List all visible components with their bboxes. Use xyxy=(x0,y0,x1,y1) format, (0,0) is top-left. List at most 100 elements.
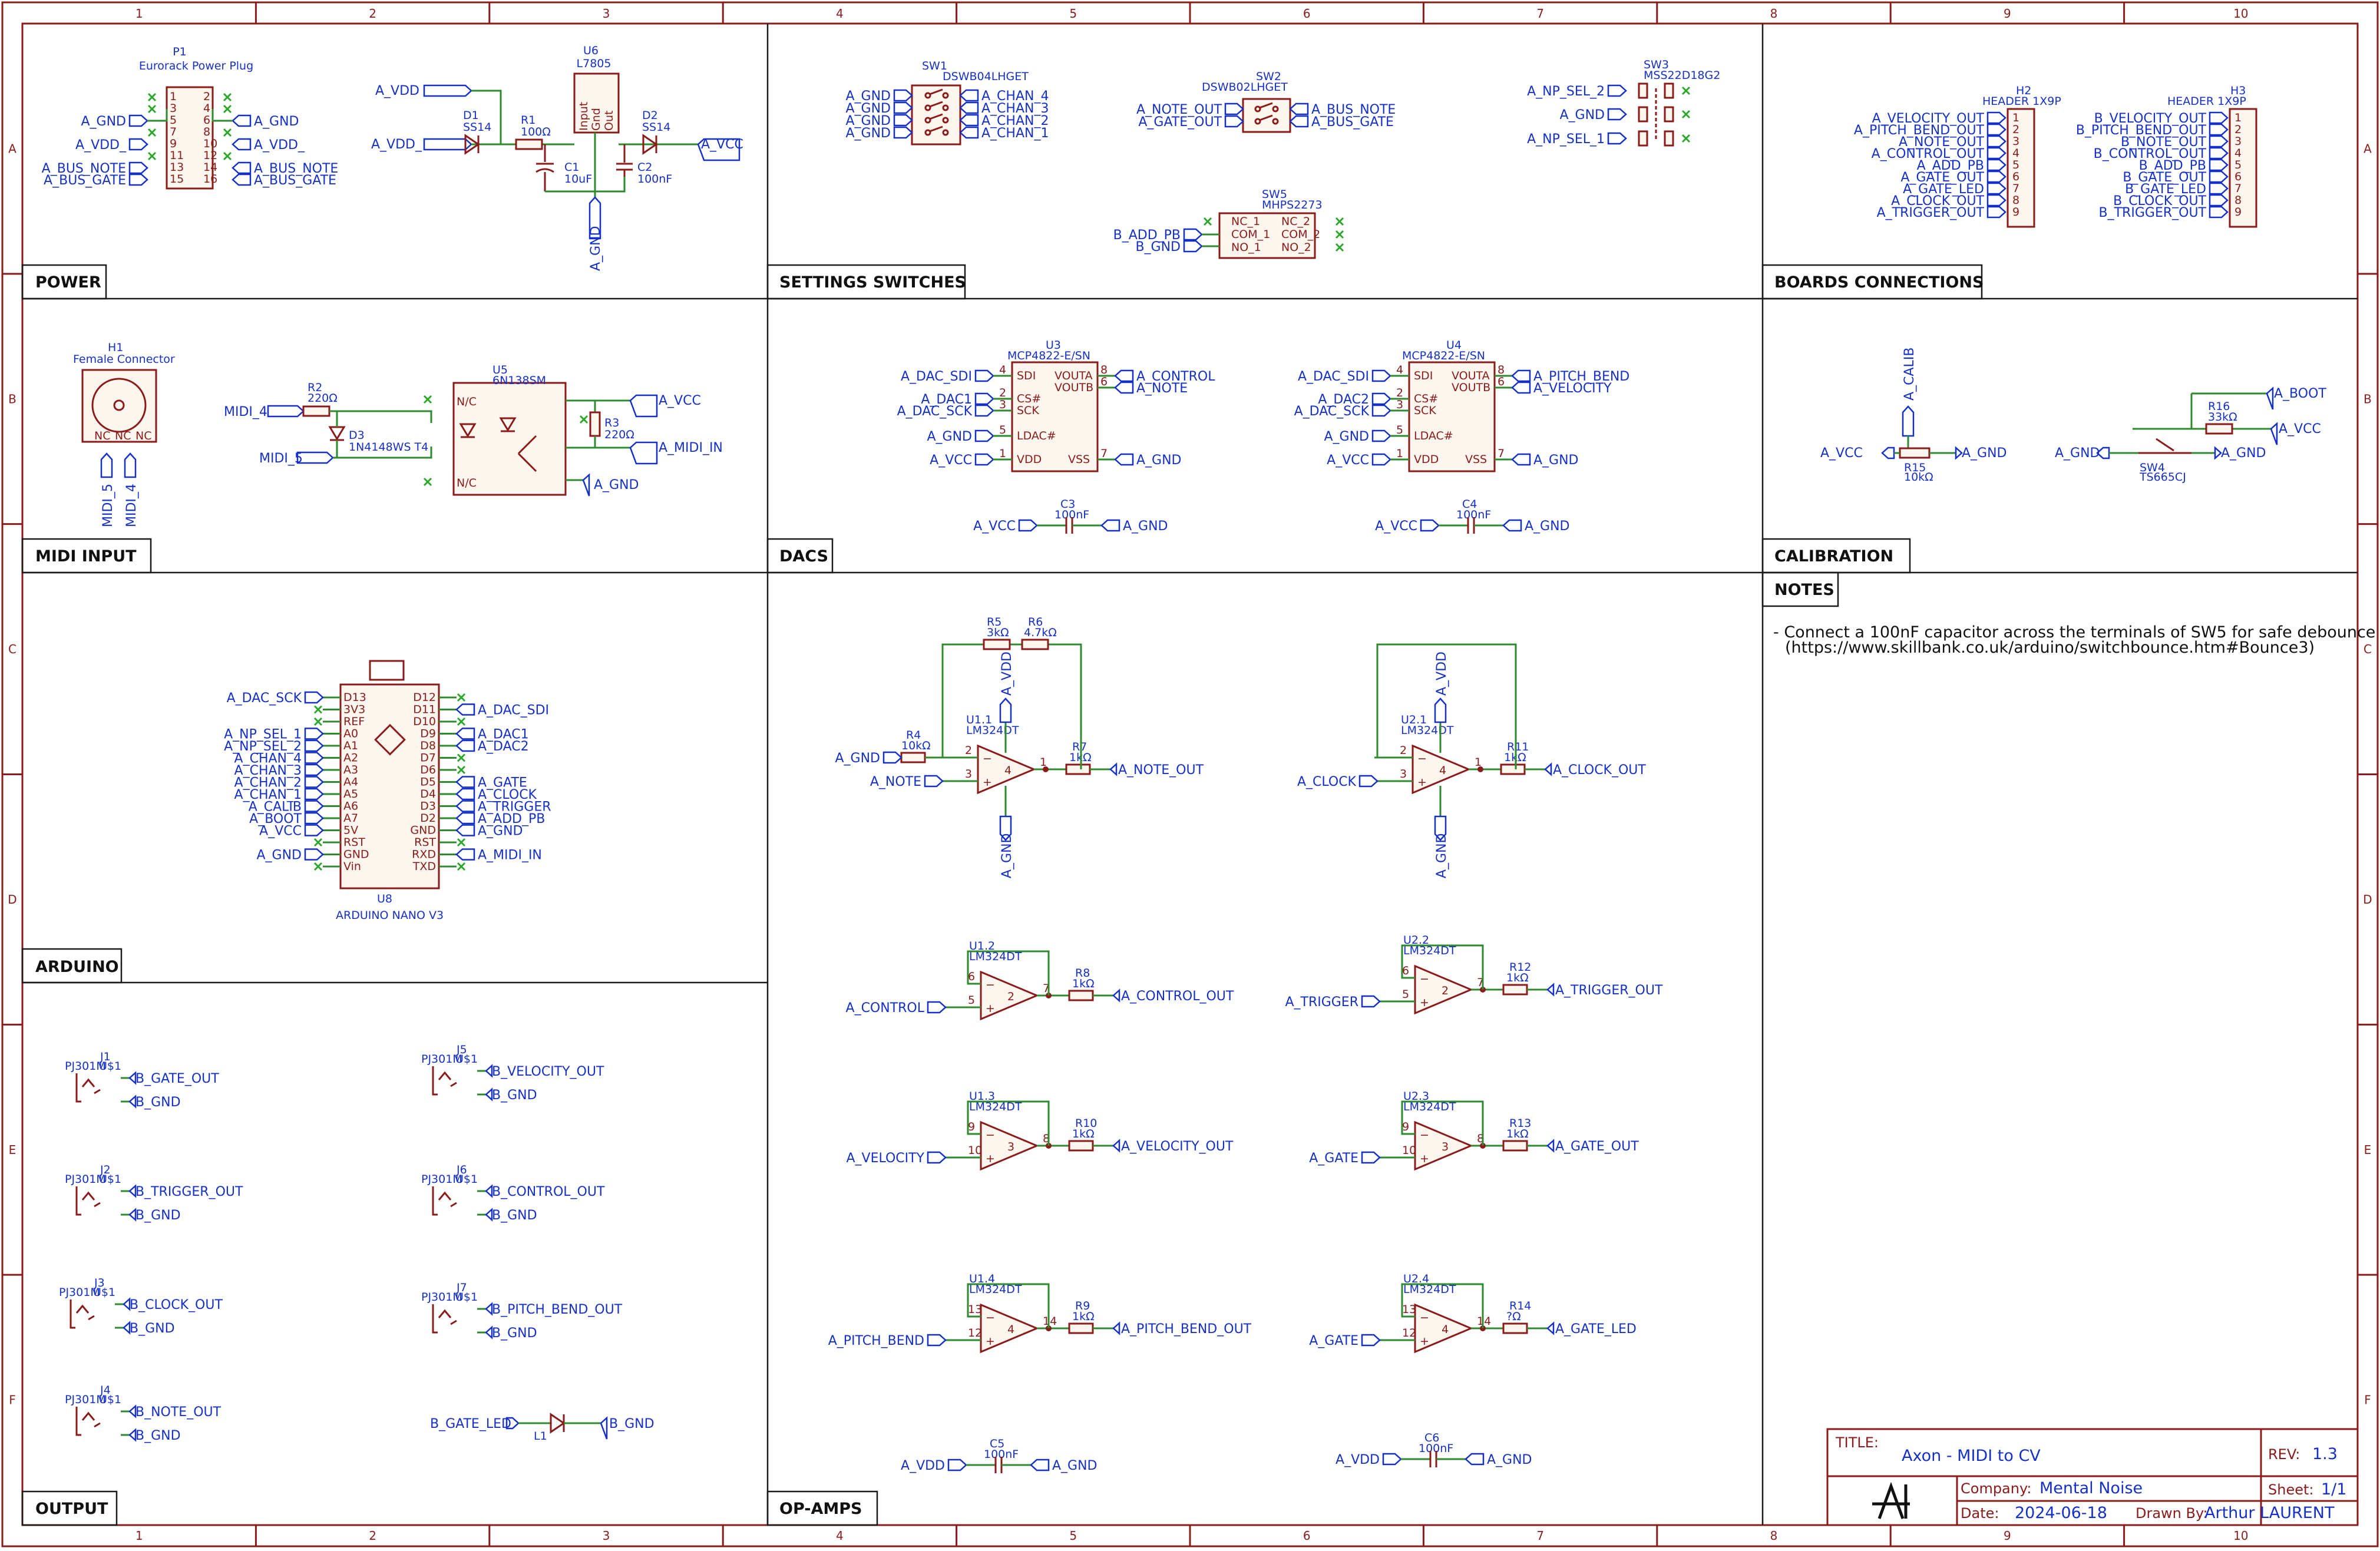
no-connect-mark xyxy=(1681,86,1691,95)
net-flag xyxy=(1986,194,2007,207)
net-flag xyxy=(455,824,475,836)
opamp-u2-1-in-net: A_CLOCK xyxy=(1297,775,1357,789)
opamp-u2-1-triangle xyxy=(1412,744,1471,795)
sw2-contact xyxy=(1272,118,1279,125)
net-flag xyxy=(455,800,475,812)
wire xyxy=(1376,643,1517,769)
r1-value: 100Ω xyxy=(521,125,551,138)
p1-pin-14: 14 xyxy=(203,161,217,174)
sw5-pin-nc-1: NC_1 xyxy=(1231,215,1260,228)
wire xyxy=(967,950,1050,996)
ruler-row-left-F: F xyxy=(9,1393,16,1407)
jack-j2-body xyxy=(75,1186,81,1216)
net-power-gnd xyxy=(589,196,601,240)
p1-pin-7: 7 xyxy=(170,125,177,138)
net-flag xyxy=(1511,453,1531,466)
section-power-label: POWER xyxy=(35,273,101,292)
net-b-gnd: B_GND xyxy=(1135,240,1181,254)
sw2-ref: SW2 xyxy=(1256,70,1281,83)
u8-ref: U8 xyxy=(377,892,392,905)
u3-ref: U3 xyxy=(1046,339,1061,352)
net-a-chan-1: A_CHAN_1 xyxy=(234,788,302,802)
net-flag xyxy=(128,1208,137,1222)
jack-j3-value: PJ301M xyxy=(59,1286,100,1299)
sheet-value: 1/1 xyxy=(2321,1480,2346,1499)
c6-ref: C6 xyxy=(1424,1431,1439,1444)
no-connect-mark xyxy=(1203,217,1212,226)
net-flag xyxy=(959,101,979,114)
led-net-out: B_GND xyxy=(609,1417,654,1431)
no-connect-mark xyxy=(1335,230,1344,239)
net-flag xyxy=(1224,102,1244,115)
net-a-add-pb: A_ADD_PB xyxy=(1917,158,1984,173)
net-a-gnd: A_GND xyxy=(1533,453,1579,468)
net-a-gnd: A_GND xyxy=(927,429,973,444)
net-flag xyxy=(128,114,148,127)
net-midi5-label: MIDI_5 xyxy=(259,451,303,466)
opamp-u2-4-pin-noninv: 12 xyxy=(1402,1327,1416,1340)
u3-pinnum-7: 7 xyxy=(1100,447,1108,460)
h1-ref: H1 xyxy=(108,341,123,354)
opamp-u2-2-pin-inv: 6 xyxy=(1402,964,1409,977)
net-calib-gnd: A_GND xyxy=(1962,446,2007,461)
net-flag xyxy=(1030,1459,1050,1471)
sw5-pin-no-2: NO_2 xyxy=(1281,241,1311,254)
opamp-u2-3-rout-value: 1kΩ xyxy=(1506,1127,1529,1140)
ruler-col-bottom-3: 3 xyxy=(603,1529,610,1543)
opamp-u1-4-in-net: A_PITCH_BEND xyxy=(828,1334,924,1348)
net-a-gnd: A_GND xyxy=(1525,519,1570,534)
u6-pin-gnd: Gnd xyxy=(590,108,603,131)
h3-pin-7: 7 xyxy=(2234,182,2242,195)
net-flag xyxy=(1371,369,1391,382)
net-flag xyxy=(959,89,979,102)
net-flag xyxy=(893,89,913,102)
net-a-clock-out: A_CLOCK_OUT xyxy=(1891,194,1984,209)
net-flag xyxy=(2209,194,2229,207)
h1-net-midi5: MIDI_5 xyxy=(101,484,115,527)
net-flag xyxy=(1114,369,1134,382)
opamp-u1-3-rout-value: 1kΩ xyxy=(1072,1127,1095,1140)
opamp-u2-3-output-resistor xyxy=(1502,1140,1528,1152)
net-a-trigger-out: A_TRIGGER_OUT xyxy=(1877,206,1985,220)
opamp-u1-3-triangle xyxy=(980,1120,1039,1171)
d1-value: SS14 xyxy=(463,121,491,134)
net-a-bus-note: A_BUS_NOTE xyxy=(42,161,126,176)
section-dacs-label: DACS xyxy=(779,547,828,565)
opamp-u1-1-rout-ref: R7 xyxy=(1072,740,1087,753)
net-a-dac-sck: A_DAC_SCK xyxy=(1294,404,1370,419)
net-flag xyxy=(128,1071,137,1085)
net-a-boot: A_BOOT xyxy=(249,812,302,826)
notes-line-2: (https://www.skillbank.co.uk/arduino/swi… xyxy=(1785,639,2315,657)
h2-pin-5: 5 xyxy=(2012,158,2019,171)
led-net-in: B_GATE_LED xyxy=(430,1417,511,1431)
sw2-dip xyxy=(1242,98,1291,133)
r2-ref: R2 xyxy=(308,381,322,394)
opamp-u2-2-value: LM324DT xyxy=(1403,944,1456,957)
r1-resistor xyxy=(515,138,543,150)
opamp-u1-2-unit: 2 xyxy=(1007,990,1014,1003)
u4-pins: SDI4A_DAC_SDICS#2A_DAC2SCK3A_DAC_SCKLDAC… xyxy=(1294,363,1630,468)
calibration-section: A_CALIB A_VCC A_GND R15 10kΩ A_BOOT R16 … xyxy=(1820,348,2326,484)
sw2-contact xyxy=(1254,118,1261,125)
net-a-dac2: A_DAC2 xyxy=(1318,392,1369,407)
u6-ref: U6 xyxy=(583,44,599,57)
u8-pin-d6: D6 xyxy=(420,763,436,776)
u8-pin-ref: REF xyxy=(343,715,365,728)
jack-j4-ref: J4 xyxy=(100,1384,111,1397)
opamp-u1-3-value: LM324DT xyxy=(969,1100,1022,1113)
p1-connector xyxy=(166,86,214,190)
net-flag xyxy=(123,1321,131,1335)
jack-j2-contacts xyxy=(81,1191,101,1208)
net-flag xyxy=(1607,108,1627,121)
u8-pin-d9: D9 xyxy=(420,727,436,740)
net-flag xyxy=(1289,115,1309,128)
u3-pinnum-3: 3 xyxy=(999,398,1006,411)
net-a-midi-in: A_MIDI_IN xyxy=(478,848,542,863)
net-flag xyxy=(1371,453,1391,466)
net-calib-vcc: A_VCC xyxy=(1820,446,1863,461)
no-connect-mark xyxy=(457,765,466,775)
net-flag xyxy=(304,788,324,801)
u8-pin-d4: D4 xyxy=(420,788,436,801)
net-a-gnd: A_GND xyxy=(257,848,302,863)
h2-header xyxy=(2007,108,2035,228)
